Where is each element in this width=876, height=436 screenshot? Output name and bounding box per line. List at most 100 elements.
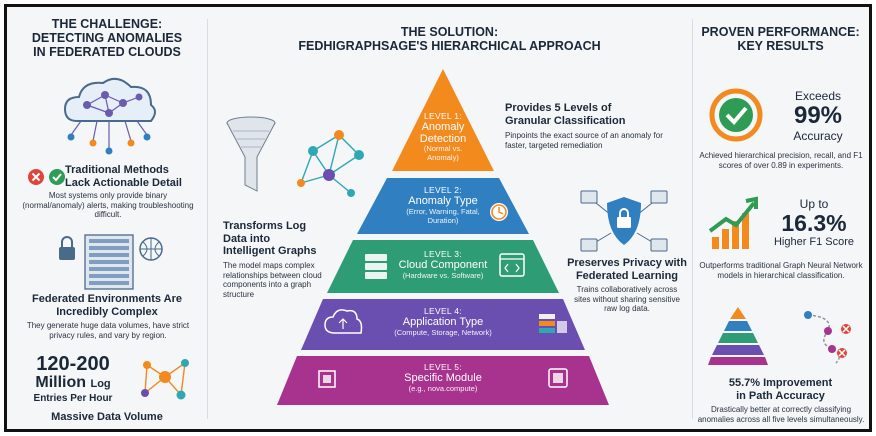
f1-post: Higher F1 Score: [773, 236, 855, 248]
pyramid-level-5: [277, 356, 609, 405]
privacy-text: Trains collaboratively across sites with…: [574, 285, 680, 313]
f1-text: Outperforms traditional Graph Neural Net…: [699, 261, 863, 280]
results-heading: PROVEN PERFORMANCE: KEY RESULTS: [692, 25, 869, 53]
level-5-detail: (e.g., nova.compute): [408, 384, 478, 393]
level-5-num: LEVEL 5:: [424, 362, 462, 372]
transform-title-line3: Intelligent Graphs: [223, 245, 317, 257]
level-2-name: Anomaly Type: [408, 195, 478, 207]
classification-pyramid: [277, 69, 609, 405]
traditional-methods-title: Traditional Methods Lack Actionable Deta…: [65, 164, 205, 189]
federated-environments-title: Federated Environments Are Incredibly Co…: [7, 293, 207, 318]
level-5-label: LEVEL 5: Specific Module (e.g., nova.com…: [373, 362, 513, 393]
accuracy-text: Achieved hierarchical precision, recall,…: [699, 151, 863, 170]
growth-chart-icon: [708, 196, 758, 249]
level-4-num: LEVEL 4:: [424, 306, 462, 316]
challenge-heading: THE CHALLENGE: DETECTING ANOMALIES IN FE…: [7, 17, 207, 59]
pyramid-level-1: [392, 69, 494, 171]
funnel-to-graph-icon: [226, 116, 364, 197]
results-heading-line1: PROVEN PERFORMANCE:: [701, 25, 860, 39]
results-heading-line2: KEY RESULTS: [737, 39, 824, 53]
volume-number: 120-200: [36, 353, 110, 375]
privacy-title: Preserves Privacy with Federated Learnin…: [563, 257, 691, 282]
clock-icon: [490, 203, 508, 221]
chip-icon-right: [548, 368, 568, 388]
level-1-num: LEVEL 1:: [424, 111, 462, 121]
solution-heading-line2: FEDHIGRAPHSAGE'S HIERARCHICAL APPROACH: [298, 39, 601, 53]
pyramid-level-3: [327, 240, 559, 293]
solution-heading-line1: THE SOLUTION:: [400, 25, 499, 39]
chip-icon-left: [318, 370, 336, 388]
code-window-icon: [499, 253, 525, 277]
transform-text: The model maps complex relationships bet…: [223, 261, 322, 299]
challenge-heading-line1: THE CHALLENGE:: [51, 17, 163, 31]
shield-lock-icon: [580, 190, 668, 252]
data-volume-figure: 120-200 Million Log Entries Per Hour: [17, 354, 129, 404]
f1-pre: Up to: [799, 197, 829, 211]
volume-caption: Massive Data Volume: [51, 411, 163, 423]
accuracy-check-icon: [709, 88, 763, 142]
level-2-label: LEVEL 2: Anomaly Type (Error, Warning, F…: [393, 185, 493, 225]
privacy-title-line1: Preserves Privacy with: [567, 257, 687, 269]
infographic-frame: THE CHALLENGE: DETECTING ANOMALIES IN FE…: [4, 4, 872, 432]
accuracy-value: 99%: [793, 102, 843, 129]
path-title-line1: 55.7% Improvement: [728, 377, 833, 389]
accuracy-pre: Exceeds: [794, 89, 842, 103]
divider-left: [207, 19, 208, 419]
challenge-column: THE CHALLENGE: DETECTING ANOMALIES IN FE…: [7, 7, 207, 429]
privacy-title-line2: Federated Learning: [575, 269, 679, 282]
volume-per-hour: Entries Per Hour: [33, 393, 113, 404]
level-2-num: LEVEL 2:: [424, 185, 462, 195]
solution-heading: THE SOLUTION: FEDHIGRAPHSAGE'S HIERARCHI…: [207, 25, 692, 53]
divider-right: [692, 19, 693, 419]
path-title-line2: in Path Accuracy: [736, 389, 825, 402]
challenge-heading-line3: IN FEDERATED CLOUDS: [33, 45, 181, 59]
challenge-heading-line2: DETECTING ANOMALIES: [31, 31, 183, 45]
x-and-check-icon: [28, 169, 65, 185]
traditional-title-line1: Traditional Methods: [65, 164, 169, 176]
level-1-name-line2: Detection: [419, 133, 467, 145]
transform-title-line2: Data into: [223, 232, 271, 245]
accuracy-post: Accuracy: [793, 129, 843, 143]
volume-unit: Million: [35, 374, 87, 391]
level-3-num: LEVEL 3:: [424, 249, 462, 259]
transform-title: Transforms Log Data into Intelligent Gra…: [223, 220, 353, 258]
level-3-name: Cloud Component: [398, 259, 488, 271]
server-icon: [365, 254, 387, 279]
accuracy-stat: Exceeds 99% Accuracy: [768, 89, 868, 143]
solution-column: THE SOLUTION: FEDHIGRAPHSAGE'S HIERARCHI…: [207, 7, 692, 429]
results-column: PROVEN PERFORMANCE: KEY RESULTS Exceeds …: [692, 7, 869, 429]
levels-title-line2: Granular Classification: [505, 114, 626, 127]
level-3-detail: (Hardware vs. Software): [402, 271, 484, 280]
levels-text: Pinpoints the exact source of an anomaly…: [505, 131, 663, 150]
federated-title-line1: Federated Environments Are: [32, 293, 182, 305]
level-1-name-line1: Anomaly: [421, 121, 465, 133]
server-rack-icon: [59, 234, 163, 290]
f1-stat: Up to 16.3% Higher F1 Score: [762, 197, 866, 248]
traditional-methods-text: Most systems only provide binary (normal…: [22, 191, 194, 219]
pyramid-level-4: [301, 299, 585, 350]
transform-title-line1: Transforms Log: [223, 220, 307, 232]
volume-log: Log: [90, 378, 111, 390]
level-1-detail: (Normal vs. Anomaly): [423, 144, 463, 162]
level-1-label: LEVEL 1: Anomaly Detection (Normal vs. A…: [393, 111, 493, 162]
pyramid-path-icon: [708, 307, 851, 365]
level-4-label: LEVEL 4: Application Type (Compute, Stor…: [373, 306, 513, 337]
traditional-title-line2: Lack Actionable Detail: [65, 176, 182, 189]
level-4-detail: (Compute, Storage, Network): [394, 328, 492, 337]
levels-title-line1: Provides 5 Levels of: [505, 102, 612, 114]
path-accuracy-title: 55.7% Improvement in Path Accuracy: [692, 377, 869, 402]
cloud-sync-icon: [324, 309, 363, 334]
level-4-name: Application Type: [402, 316, 484, 328]
f1-value: 16.3%: [781, 210, 847, 236]
cloud-network-icon: [63, 77, 156, 155]
federated-environments-text: They generate huge data volumes, have st…: [26, 321, 190, 340]
level-2-detail: (Error, Warning, Fatal, Duration): [406, 207, 480, 225]
graph-nodes-icon: [141, 359, 189, 400]
federated-title-line2: Incredibly Complex: [56, 305, 158, 318]
pyramid-level-2: [357, 178, 529, 234]
level-3-label: LEVEL 3: Cloud Component (Hardware vs. S…: [383, 249, 503, 280]
level-5-name: Specific Module: [404, 372, 482, 384]
levels-title: Provides 5 Levels of Granular Classifica…: [505, 102, 685, 127]
path-accuracy-text: Drastically better at correctly classify…: [697, 405, 865, 424]
database-stack-icon: [539, 314, 567, 333]
